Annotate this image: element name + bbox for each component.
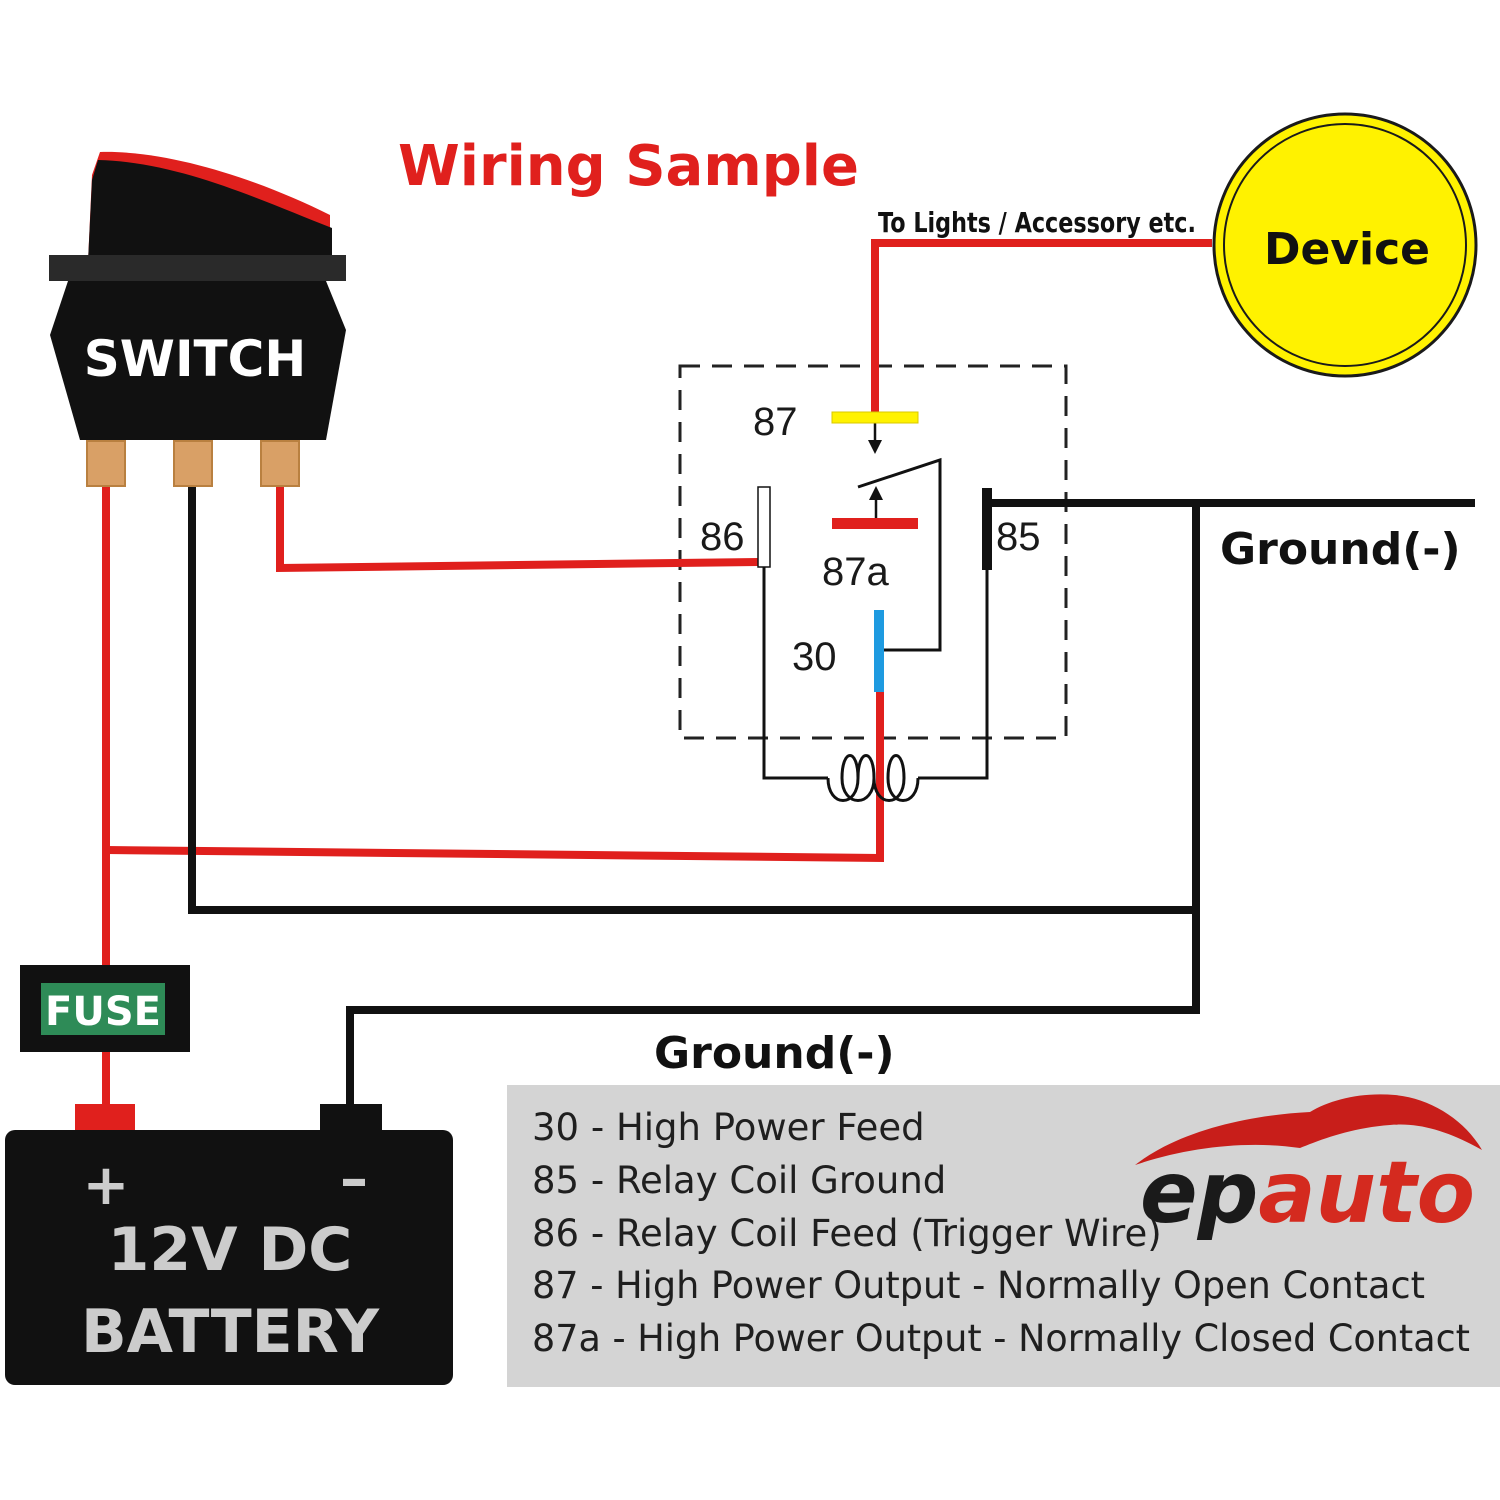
ground-label-right: Ground(-) xyxy=(1220,524,1461,575)
pin-87-label: 87 xyxy=(753,400,798,444)
arrow-down-icon xyxy=(868,440,882,454)
device-label: Device xyxy=(1264,224,1430,275)
fuse-plate xyxy=(41,983,165,1035)
pin-87a-terminal xyxy=(832,518,918,529)
pin-legend: 30 - High Power Feed 85 - Relay Coil Gro… xyxy=(507,1085,1500,1387)
logo-text-auto: auto xyxy=(1258,1143,1475,1243)
ground-label-bottom: Ground(-) xyxy=(654,1028,895,1079)
arrow-up-icon xyxy=(869,486,883,500)
logo-text: epauto xyxy=(1140,1143,1475,1243)
switch-ground-wire xyxy=(188,486,1196,914)
legend-item: 86 - Relay Coil Feed (Trigger Wire) xyxy=(532,1212,1162,1255)
legend-item: 85 - Relay Coil Ground xyxy=(532,1159,946,1202)
coil-left-lead xyxy=(762,566,828,780)
pin-85-label: 85 xyxy=(996,515,1041,559)
pin-87-terminal xyxy=(831,411,919,424)
device-wire-label: To Lights / Accessory etc. xyxy=(878,206,1196,239)
battery-negative-post xyxy=(320,1104,382,1132)
device: Device xyxy=(1212,112,1478,378)
diagram-title: Wiring Sample xyxy=(398,134,859,199)
switch-bezel xyxy=(49,255,346,281)
switch-housing xyxy=(50,281,346,440)
switch-terminal-left xyxy=(86,440,126,487)
device-circle xyxy=(1212,112,1478,378)
logo-car-swoosh xyxy=(1135,1094,1482,1165)
battery-type-label: BATTERY xyxy=(81,1297,381,1367)
relay-armature xyxy=(857,457,942,652)
fuse: FUSE xyxy=(20,965,190,1052)
trigger-wire xyxy=(276,486,759,573)
battery-plus-label: + xyxy=(83,1153,130,1218)
epauto-logo: epauto xyxy=(1135,1094,1482,1243)
rocker-switch: SWITCH xyxy=(49,151,346,487)
pin-87a-label: 87a xyxy=(822,550,889,594)
switch-terminal-right xyxy=(260,440,300,487)
ground-drop-wire xyxy=(346,503,1200,1108)
pin-86-label: 86 xyxy=(700,515,745,559)
device-inner-ring xyxy=(1223,123,1467,367)
coil-right-lead xyxy=(918,566,989,780)
pin30-feed-wire xyxy=(105,692,884,863)
legend-item: 87a - High Power Output - Normally Close… xyxy=(532,1317,1470,1360)
pin-30-label: 30 xyxy=(792,635,837,679)
battery: + – 12V DC BATTERY xyxy=(5,1104,453,1385)
pin-86-terminal xyxy=(757,486,771,568)
battery-voltage-label: 12V DC xyxy=(108,1215,353,1285)
battery-body xyxy=(5,1130,453,1385)
battery-positive-post xyxy=(75,1104,135,1132)
switch-label: SWITCH xyxy=(84,330,306,388)
switch-terminal-middle xyxy=(173,440,213,487)
pin-30-terminal xyxy=(874,610,884,692)
legend-item: 30 - High Power Feed xyxy=(532,1106,925,1149)
legend-item: 87 - High Power Output - Normally Open C… xyxy=(532,1264,1425,1307)
relay-coil xyxy=(826,754,920,802)
fuse-label: FUSE xyxy=(45,989,161,1035)
switch-rocker-body xyxy=(88,160,332,262)
device-output-wire xyxy=(871,239,1212,414)
logo-text-ep: ep xyxy=(1140,1143,1258,1243)
battery-minus-label: – xyxy=(340,1147,368,1212)
pin-85-terminal xyxy=(982,488,992,570)
